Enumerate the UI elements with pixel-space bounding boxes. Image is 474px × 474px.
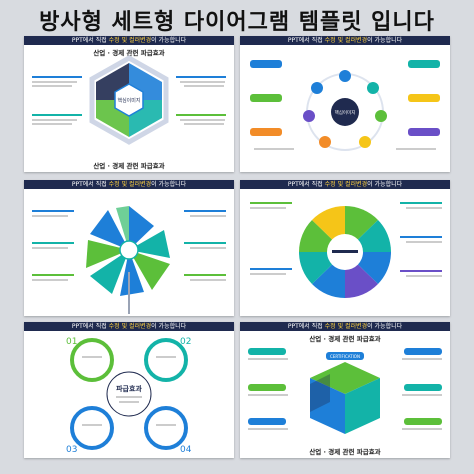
slide-circle-radial: PPT에서 직접 수정 및 컬러변경이 가능합니다 핵심이미지 bbox=[240, 36, 450, 172]
slide-numbered-loop: PPT에서 직접 수정 및 컬러변경이 가능합니다 파급효과 01 02 03 … bbox=[24, 322, 234, 458]
pinwheel-diagram bbox=[32, 206, 226, 314]
slide-banner: PPT에서 직접 수정 및 컬러변경이 가능합니다 bbox=[240, 322, 450, 331]
slide-banner: PPT에서 직접 수정 및 컬러변경이 가능합니다 bbox=[24, 36, 234, 45]
slide-pinwheel: PPT에서 직접 수정 및 컬러변경이 가능합니다 bbox=[24, 180, 234, 316]
slide-banner: PPT에서 직접 수정 및 컬러변경이 가능합니다 bbox=[240, 180, 450, 189]
slide-banner: PPT에서 직접 수정 및 컬러변경이 가능합니다 bbox=[240, 36, 450, 45]
center-label: 핵심이미지 bbox=[117, 97, 140, 104]
isometric-cube-diagram: CERTIFICATION bbox=[248, 348, 442, 434]
center-label: CERTIFICATION bbox=[330, 354, 360, 359]
circle-diagram: 핵심이미지 bbox=[250, 60, 440, 151]
slide-hexagon-radial: PPT에서 직접 수정 및 컬러변경이 가능합니다 산업 · 경제 관련 파급효… bbox=[24, 36, 234, 172]
segment-ring-diagram bbox=[250, 202, 442, 298]
slide-bottom-heading: 산업 · 경제 관련 파급효과 bbox=[309, 448, 381, 456]
slide-bottom-heading: 산업 · 경제 관련 파급효과 bbox=[93, 162, 165, 170]
hexagon-diagram: 핵심이미지 bbox=[32, 55, 226, 145]
slide-banner: PPT에서 직접 수정 및 컬러변경이 가능합니다 bbox=[24, 322, 234, 331]
step-number: 03 bbox=[66, 445, 77, 455]
slide-isometric-cube: PPT에서 직접 수정 및 컬러변경이 가능합니다 산업 · 경제 관련 파급효… bbox=[240, 322, 450, 458]
center-label: 핵심이미지 bbox=[335, 109, 356, 116]
step-number: 01 bbox=[66, 337, 77, 347]
page-title: 방사형 세트형 다이어그램 템플릿 입니다 bbox=[39, 10, 435, 35]
numbered-loop-diagram: 파급효과 01 02 03 04 bbox=[66, 337, 192, 455]
slide-top-heading: 산업 · 경제 관련 파급효과 bbox=[309, 335, 381, 343]
slide-top-heading: 산업 · 경제 관련 파급효과 bbox=[93, 49, 165, 57]
slide-segment-ring: PPT에서 직접 수정 및 컬러변경이 가능합니다 bbox=[240, 180, 450, 316]
center-label: 파급효과 bbox=[116, 384, 142, 393]
slide-banner: PPT에서 직접 수정 및 컬러변경이 가능합니다 bbox=[24, 180, 234, 189]
step-number: 02 bbox=[180, 337, 191, 347]
step-number: 04 bbox=[180, 445, 192, 455]
